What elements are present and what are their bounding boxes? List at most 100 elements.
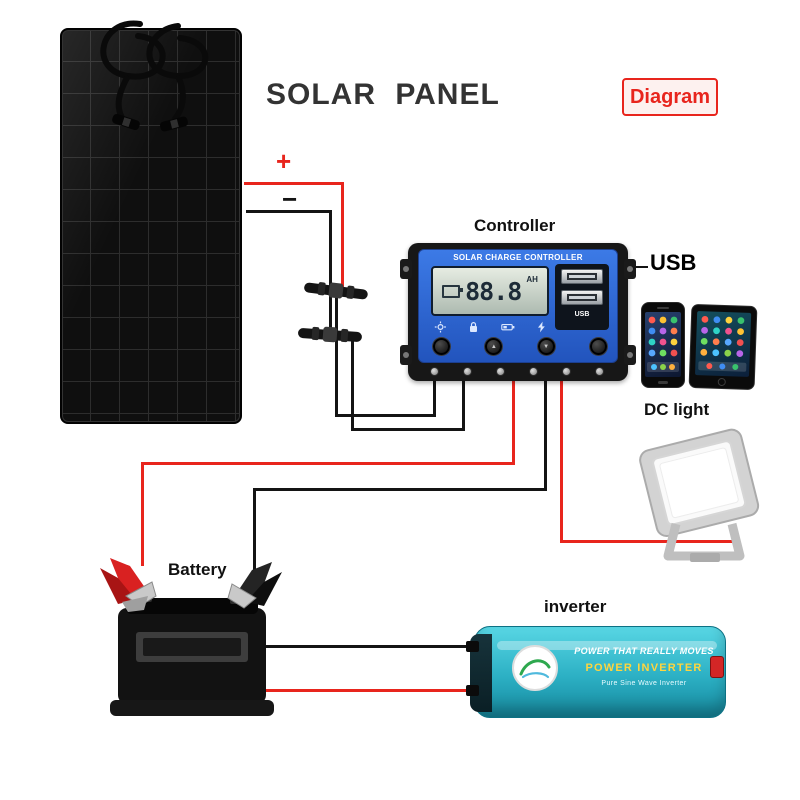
wire-mc4-to-controller-1h <box>335 414 436 417</box>
controller-title: SOLAR CHARGE CONTROLLER <box>453 253 583 262</box>
lcd-unit: AH <box>526 275 538 284</box>
up-arrow-icon: ▲ <box>490 343 497 350</box>
battery-base <box>110 700 274 716</box>
wire-panel-negative-v <box>329 210 332 332</box>
down-button: ▼ <box>537 338 555 355</box>
wire-mc4-to-controller-2v <box>351 341 354 430</box>
mounting-ear <box>624 259 636 279</box>
plus-sign: + <box>276 146 292 176</box>
wire-battery-pos-drop <box>141 462 144 566</box>
phone-screen <box>645 312 681 377</box>
tablet-home-button <box>717 377 726 387</box>
mounting-ear <box>400 345 412 365</box>
battery-label-window <box>143 638 241 656</box>
inverter-power-switch <box>710 656 724 678</box>
power-inverter: POWER THAT REALLY MOVES POWER INVERTER P… <box>466 616 734 728</box>
inverter-print: POWER THAT REALLY MOVES POWER INVERTER P… <box>568 646 720 687</box>
mounting-ear <box>624 345 636 365</box>
wire-battery-inverter-neg <box>266 645 470 648</box>
lcd-reading: 88.8 <box>465 276 522 306</box>
phone-app-icons <box>647 316 679 372</box>
solar-panel-cables <box>100 20 209 132</box>
battery <box>100 558 282 716</box>
wire-mc4-to-controller-2h <box>351 428 465 431</box>
wire-panel-positive-v <box>341 182 344 288</box>
lock-icon <box>470 322 478 332</box>
battery-icon <box>442 284 464 298</box>
wire-controller-battery-pos-h <box>141 462 515 465</box>
mc4-connector-icon <box>112 113 140 131</box>
terminal-screw <box>463 367 472 376</box>
bolt-icon <box>537 321 545 333</box>
wire-mc4-to-controller-1v <box>335 296 338 416</box>
controller-buttons: ▲ ▼ <box>433 338 607 355</box>
mc4-collar <box>328 282 344 299</box>
inverter-terminal-neg <box>466 641 479 652</box>
battery-icon <box>500 324 515 331</box>
tablet <box>688 303 758 391</box>
terminal-screw <box>430 367 439 376</box>
red-alligator-clip <box>100 558 157 612</box>
mc4-connector-pair <box>297 325 363 344</box>
dc-floodlight <box>639 428 760 562</box>
wire-panel-negative-h <box>246 210 332 213</box>
minus-sign: − <box>282 184 298 214</box>
controller-icon-row <box>431 321 551 333</box>
usb-port-icon <box>561 290 603 305</box>
inverter-label: inverter <box>544 597 607 616</box>
usb-label: USB <box>650 250 697 275</box>
black-alligator-clip <box>227 562 282 609</box>
terminal-screw <box>595 367 604 376</box>
dc-light-label: DC light <box>644 400 710 419</box>
terminal-screw <box>562 367 571 376</box>
usb-port-label: USB <box>574 311 590 318</box>
usb-port-icon <box>561 269 603 284</box>
wire-panel-positive-h <box>244 182 344 185</box>
controller-label: Controller <box>474 216 556 235</box>
battery-label: Battery <box>168 560 227 579</box>
controller-faceplate: SOLAR CHARGE CONTROLLER 88.8 AH USB ▲ ▼ <box>418 249 618 363</box>
mc4-connector-icon <box>160 116 188 132</box>
controller-lcd: 88.8 AH <box>431 266 549 316</box>
inverter-slogan: POWER THAT REALLY MOVES <box>574 646 714 656</box>
floodlight-base <box>690 553 720 562</box>
inverter-gloss <box>497 641 717 650</box>
wire-controller-pv-in-2 <box>462 380 465 431</box>
phone-home-bar <box>658 381 668 384</box>
wire-controller-pv-in-1 <box>433 380 436 417</box>
terminal-screw <box>529 367 538 376</box>
mc4-ring <box>311 326 320 341</box>
up-button: ▲ <box>485 338 503 355</box>
wire-load-to-dc-light <box>560 540 738 543</box>
wire-battery-inverter-pos <box>266 689 470 692</box>
wire-controller-battery-pos-v <box>512 380 515 464</box>
wire-controller-battery-neg-v <box>544 380 547 490</box>
mc4-collar <box>322 326 338 343</box>
usb-port-panel: USB <box>555 264 609 330</box>
charge-controller: SOLAR CHARGE CONTROLLER 88.8 AH USB ▲ ▼ <box>400 243 636 381</box>
inverter-logo <box>512 645 558 691</box>
wire-battery-neg-drop <box>253 488 256 574</box>
wire-controller-battery-neg-h <box>253 488 547 491</box>
logo-wave-icon <box>519 659 551 679</box>
phone-speaker <box>657 307 669 309</box>
inverter-model-text: POWER INVERTER <box>585 662 703 674</box>
page-title: SOLAR PANEL <box>266 78 500 111</box>
inverter-spec-text: Pure Sine Wave Inverter <box>601 680 687 687</box>
tablet-app-icons <box>698 315 747 372</box>
down-arrow-icon: ▼ <box>543 343 550 350</box>
controller-button <box>589 338 607 355</box>
tablet-screen <box>695 311 752 377</box>
wire-controller-load-v <box>560 380 563 542</box>
terminal-screw <box>496 367 505 376</box>
mounting-ear <box>400 259 412 279</box>
controller-button <box>433 338 450 355</box>
battery-lid <box>126 598 258 614</box>
mc4-ring <box>340 328 349 343</box>
solar-panel <box>60 28 242 424</box>
inverter-terminal-pos <box>466 685 479 696</box>
floodlight-bracket <box>663 522 745 561</box>
diagram-badge: Diagram <box>622 78 718 116</box>
sun-icon <box>434 321 446 333</box>
